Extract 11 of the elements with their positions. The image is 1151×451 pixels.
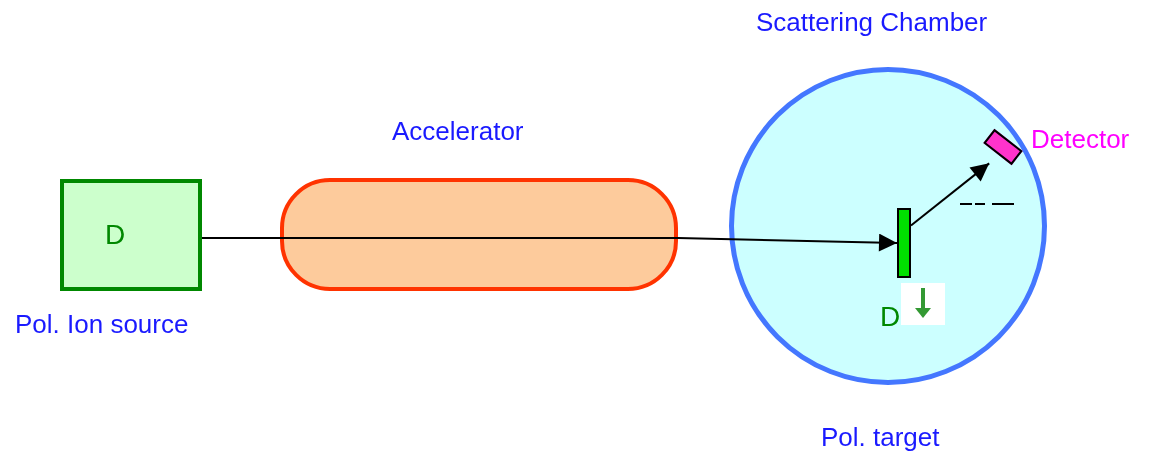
node-label: Accelerator <box>392 116 524 147</box>
node-label: Detector <box>1031 124 1130 155</box>
arrow <box>677 233 898 252</box>
node-label: Pol. Ion source <box>15 309 189 340</box>
target-foil <box>897 208 911 278</box>
deuteron-label: D <box>105 219 126 251</box>
deuteron-label: D <box>880 301 901 333</box>
arrow <box>910 162 991 227</box>
node-label: Scattering Chamber <box>756 7 988 38</box>
node-label: Pol. target <box>821 422 940 451</box>
ion-source-box <box>60 179 202 291</box>
